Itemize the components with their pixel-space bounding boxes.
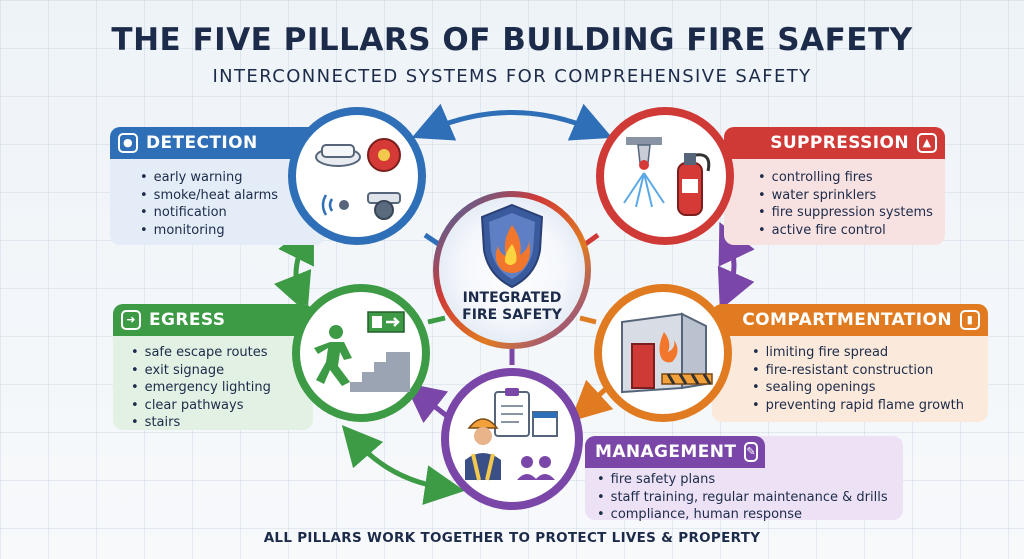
suppression-header: SUPPRESSION ▲ <box>724 127 945 159</box>
management-list: fire safety plans staff training, regula… <box>597 471 888 524</box>
suppression-panel: SUPPRESSION ▲ controlling fires water sp… <box>724 127 945 245</box>
exit-icon: ➜ <box>121 310 141 330</box>
compartmentation-list: limiting fire spread fire-resistant cons… <box>752 344 964 414</box>
compartmentation-panel: COMPARTMENTATION ▮ limiting fire spread … <box>712 304 988 422</box>
clipboard-icon: ✎ <box>744 442 759 462</box>
shield-icon: ▮ <box>960 310 980 330</box>
page-subtitle: INTERCONNECTED SYSTEMS FOR COMPREHENSIVE… <box>212 66 812 87</box>
detection-circle <box>288 107 426 245</box>
alarm-bell-icon <box>367 138 401 172</box>
list-item: early warning <box>140 169 278 187</box>
list-item: staff training, regular maintenance & dr… <box>597 489 888 507</box>
flame-icon: ▲ <box>917 133 937 153</box>
suppression-list: controlling fires water sprinklers fire … <box>758 169 933 239</box>
list-item: compliance, human response <box>597 506 888 524</box>
list-item: notification <box>140 204 278 222</box>
list-item: exit signage <box>131 362 271 380</box>
list-item: stairs <box>131 414 271 432</box>
list-item: emergency lighting <box>131 379 271 397</box>
list-item: smoke/heat alarms <box>140 187 278 205</box>
sprinkler-icon <box>623 137 665 208</box>
footer-tagline: ALL PILLARS WORK TOGETHER TO PROTECT LIV… <box>263 530 761 546</box>
center-line1: INTEGRATED <box>462 290 562 306</box>
list-item: clear pathways <box>131 397 271 415</box>
list-item: fire safety plans <box>597 471 888 489</box>
list-item: preventing rapid flame growth <box>752 397 964 415</box>
running-person-icon <box>314 325 352 386</box>
compartmentation-circle <box>594 284 732 422</box>
worker-icon <box>465 418 501 481</box>
list-item: active fire control <box>758 222 933 240</box>
fire-extinguisher-icon <box>677 153 711 216</box>
people-icon <box>517 456 555 480</box>
detection-header: ● DETECTION <box>110 127 325 159</box>
exit-sign-icon <box>367 311 405 333</box>
egress-header: ➜ EGRESS <box>113 304 313 336</box>
list-item: fire-resistant construction <box>752 362 964 380</box>
compartmentation-header: COMPARTMENTATION ▮ <box>712 304 988 336</box>
list-item: safe escape routes <box>131 344 271 362</box>
management-title: MANAGEMENT <box>595 442 737 462</box>
center-label: INTEGRATED FIRE SAFETY <box>452 290 572 324</box>
management-header: MANAGEMENT ✎ <box>585 436 765 468</box>
detection-list: early warning smoke/heat alarms notifica… <box>140 169 278 239</box>
management-panel: MANAGEMENT ✎ fire safety plans staff tra… <box>585 436 903 522</box>
shield-flame-icon <box>480 203 544 289</box>
detection-panel: ● DETECTION early warning smoke/heat ala… <box>110 127 325 245</box>
barrier-icon <box>661 373 713 385</box>
egress-circle <box>292 284 430 422</box>
egress-title: EGRESS <box>149 310 226 330</box>
list-item: limiting fire spread <box>752 344 964 362</box>
lightbulb-icon: ● <box>118 133 138 153</box>
camera-icon <box>367 192 401 220</box>
smoke-detector-icon <box>315 144 361 167</box>
management-circle <box>441 368 583 510</box>
list-item: sealing openings <box>752 379 964 397</box>
list-item: water sprinklers <box>758 187 933 205</box>
egress-list: safe escape routes exit signage emergenc… <box>131 344 271 432</box>
list-item: controlling fires <box>758 169 933 187</box>
detection-title: DETECTION <box>146 133 258 153</box>
suppression-title: SUPPRESSION <box>770 133 909 153</box>
page-title: THE FIVE PILLARS OF BUILDING FIRE SAFETY <box>111 22 913 58</box>
compartmentation-title: COMPARTMENTATION <box>742 310 952 330</box>
calendar-icon <box>532 411 558 437</box>
egress-panel: ➜ EGRESS safe escape routes exit signage… <box>113 304 313 430</box>
clipboard-icon <box>494 388 530 437</box>
stairs-icon <box>350 352 410 392</box>
list-item: monitoring <box>140 222 278 240</box>
sound-waves-icon <box>321 194 349 216</box>
list-item: fire suppression systems <box>758 204 933 222</box>
center-line2: FIRE SAFETY <box>462 307 562 323</box>
suppression-circle <box>596 107 734 245</box>
